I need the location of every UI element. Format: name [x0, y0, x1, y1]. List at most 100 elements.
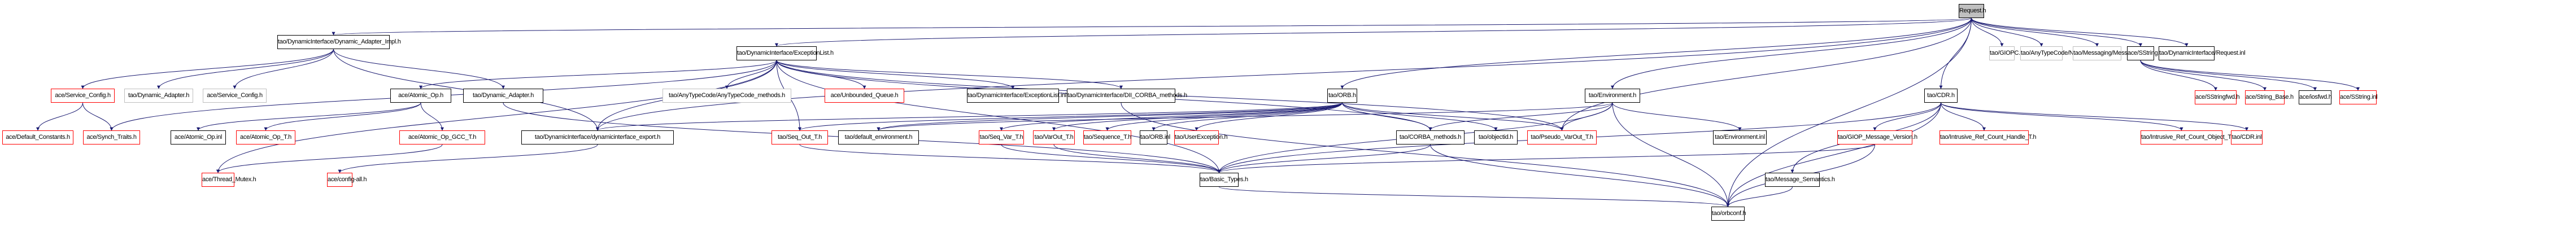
- node-di-export[interactable]: tao/DynamicInterface/dynamicinterface_ex…: [521, 130, 674, 145]
- edge-dii-corba-to-orbconf: [1121, 102, 1730, 207]
- node-dyn-adapter[interactable]: tao/Dynamic_Adapter.h: [463, 89, 543, 103]
- node-sequence-t[interactable]: tao/Sequence_T.h: [1083, 130, 1131, 145]
- node-giopc[interactable]: tao/GIOPC.h: [1989, 46, 2024, 60]
- edge-request-h-to-sstring: [1971, 17, 2142, 47]
- node-pseudo-varout[interactable]: tao/Pseudo_VarOut_T.h: [1527, 130, 1597, 145]
- edge-orb-h-to-seq-out: [798, 102, 1343, 131]
- node-default-env[interactable]: tao/default_environment.h: [838, 130, 919, 145]
- node-corba-methods[interactable]: tao/CORBA_methods.h: [1396, 130, 1464, 145]
- node-orb-inl[interactable]: tao/ORB.inl: [1140, 130, 1170, 145]
- edge-cdr-h-to-irc-handle: [1941, 102, 1986, 131]
- node-atomic-op-t[interactable]: ace/Atomic_Op_T.h: [236, 130, 295, 145]
- node-giop-msg-ver[interactable]: tao/GIOP_Message_Version.h: [1837, 130, 1917, 145]
- edge-svc-cfg-red-to-default-constants: [36, 102, 83, 131]
- edge-environment-h-to-orbconf: [1612, 102, 1730, 207]
- edge-varout-to-basic-types: [1053, 144, 1221, 173]
- edge-exlist-to-basic-types: [776, 60, 1221, 173]
- node-dai[interactable]: tao/DynamicInterface/Dynamic_Adapter_Imp…: [277, 35, 401, 49]
- edge-request-h-to-messaging: [1971, 17, 2099, 47]
- node-basic-types[interactable]: tao/Basic_Types.h: [1200, 173, 1248, 187]
- edge-request-h-to-giopc: [1971, 17, 2004, 47]
- node-dii-corba[interactable]: tao/DynamicInterface/DII_CORBA_methods.h: [1067, 89, 1187, 103]
- edge-sstring-to-sstring-inl: [2140, 60, 2360, 91]
- node-atomic-op[interactable]: ace/Atomic_Op.h: [390, 89, 451, 103]
- node-unbounded-queue[interactable]: ace/Unbounded_Queue.h: [825, 89, 904, 103]
- edge-request-h-to-request-inl: [1971, 17, 2189, 47]
- node-sstring[interactable]: ace/SString.h: [2127, 46, 2163, 60]
- edge-message-semantics-to-orbconf: [1726, 186, 1793, 207]
- edge-basic-types-to-orbconf: [1219, 186, 1730, 207]
- node-environment-h[interactable]: tao/Environment.h: [1585, 89, 1640, 103]
- node-iosfwd[interactable]: ace/iosfwd.h: [2299, 90, 2332, 104]
- node-nvlist[interactable]: tao/AnyTypeCode/NVList.h: [2020, 46, 2091, 60]
- node-default-constants[interactable]: ace/Default_Constants.h: [2, 130, 73, 145]
- edge-environment-h-to-environment-inl: [1612, 102, 1742, 131]
- node-irc-object[interactable]: tao/Intrusive_Ref_Count_Object_T.h: [2141, 130, 2235, 145]
- node-request-inl[interactable]: tao/DynamicInterface/Request.inl: [2159, 46, 2246, 60]
- edge-atomic-op-gcc-to-thread-mutex: [216, 144, 443, 173]
- edge-orb-h-to-pseudo-varout: [1342, 102, 1564, 131]
- edge-dai-to-svc-cfg-red: [81, 49, 334, 89]
- node-atomic-op-gcc[interactable]: ace/Atomic_Op_GCC_T.h: [399, 130, 485, 145]
- edge-seq-var-to-basic-types: [1001, 144, 1221, 173]
- edge-giop-msg-ver-to-basic-types: [1217, 144, 1875, 173]
- node-cdr-h[interactable]: tao/CDR.h: [1924, 89, 1958, 103]
- edge-exlist-to-dii-corba: [776, 60, 1123, 89]
- node-atc-methods[interactable]: tao/AnyTypeCode/AnyTypeCode_methods.h: [662, 89, 791, 103]
- node-svc-cfg-red[interactable]: ace/Service_Config.h: [51, 89, 115, 103]
- edge-orb-h-to-sequence-t: [1105, 102, 1343, 131]
- edge-environment-h-to-corba-methods: [1428, 102, 1613, 131]
- node-thread-mutex[interactable]: ace/Thread_Mutex.h: [202, 173, 256, 187]
- edge-cdr-h-to-giop-msg-ver: [1873, 102, 1941, 131]
- node-sstring-inl[interactable]: ace/SString.inl: [2339, 90, 2378, 104]
- edge-exlist-to-atomic-op: [419, 60, 777, 89]
- node-seq-out[interactable]: tao/Seq_Out_T.h: [772, 130, 828, 145]
- node-irc-handle[interactable]: tao/Intrusive_Ref_Count_Handle_T.h: [1939, 130, 2037, 145]
- node-orbconf[interactable]: tao/orbconf.h: [1711, 207, 1746, 221]
- edge-svc-cfg-red-to-synch-traits: [82, 102, 114, 131]
- node-config-all[interactable]: ace/config-all.h: [327, 173, 367, 187]
- node-string-base[interactable]: ace/String_Base.h: [2245, 90, 2294, 104]
- edge-orb-h-to-default-env: [877, 102, 1343, 131]
- node-user-exception[interactable]: tao/UserException.h: [1174, 130, 1228, 145]
- node-dyn-adapter-gray[interactable]: tao/Dynamic_Adapter.h: [124, 89, 193, 103]
- node-objectid[interactable]: tao/objectid.h: [1474, 130, 1518, 145]
- edge-dai-to-dyn-adapter-gray: [157, 49, 334, 89]
- edge-orb-h-to-user-exception: [1195, 102, 1343, 131]
- edge-dai-to-dyn-adapter: [333, 49, 505, 89]
- edge-request-h-to-environment-h: [1611, 17, 1972, 89]
- node-exlist[interactable]: tao/DynamicInterface/ExceptionList.h: [736, 46, 834, 60]
- edge-seq-out-to-basic-types: [799, 144, 1221, 173]
- edge-orb-h-to-varout: [1052, 102, 1343, 131]
- node-exlist-inl[interactable]: tao/DynamicInterface/ExceptionList.inl: [967, 89, 1066, 103]
- node-messaging[interactable]: tao/Messaging/Messaging.h: [2073, 46, 2147, 60]
- edge-layer: [36, 17, 2360, 207]
- node-synch-traits[interactable]: ace/Synch_Traits.h: [83, 130, 140, 145]
- edge-sstring-to-string-base: [2140, 60, 2266, 91]
- node-svc-cfg-gray[interactable]: ace/Service_Config.h: [203, 89, 267, 103]
- node-request-h[interactable]: Request.h: [1959, 4, 1986, 18]
- edge-request-h-to-nvlist: [1971, 17, 2043, 47]
- node-sstringfwd[interactable]: ace/SStringfwd.h: [2195, 90, 2240, 104]
- edge-exlist-to-atc-methods: [725, 60, 777, 89]
- edge-atomic-op-to-atomic-op-gcc: [420, 102, 444, 131]
- edge-sstring-to-sstringfwd: [2140, 60, 2217, 91]
- edge-cdr-h-to-cdr-inl: [1941, 102, 2248, 131]
- node-seq-var[interactable]: tao/Seq_Var_T.h: [979, 130, 1024, 145]
- edge-request-h-to-cdr-h: [1939, 17, 1972, 89]
- edge-request-h-to-di-export: [596, 17, 1972, 131]
- edge-request-h-to-orbconf: [1726, 17, 1972, 207]
- node-message-semantics[interactable]: tao/Message_Semantics.h: [1765, 173, 1835, 187]
- node-atomic-op-inl[interactable]: ace/Atomic_Op.inl: [171, 130, 226, 145]
- edge-dai-to-svc-cfg-gray: [233, 49, 334, 89]
- edge-exlist-to-thread-mutex: [216, 60, 777, 173]
- node-cdr-inl[interactable]: tao/CDR.inl: [2231, 130, 2263, 145]
- edge-cdr-h-to-irc-object: [1941, 102, 2183, 131]
- node-varout[interactable]: tao/VarOut_T.h: [1033, 130, 1075, 145]
- edge-corba-methods-to-orbconf: [1430, 144, 1730, 207]
- node-environment-inl[interactable]: tao/Environment.inl: [1713, 130, 1767, 145]
- edge-request-h-to-pseudo-varout: [1560, 17, 1972, 131]
- edge-request-h-to-orb-h: [1340, 17, 1972, 89]
- node-orb-h[interactable]: tao/ORB.h: [1327, 89, 1357, 103]
